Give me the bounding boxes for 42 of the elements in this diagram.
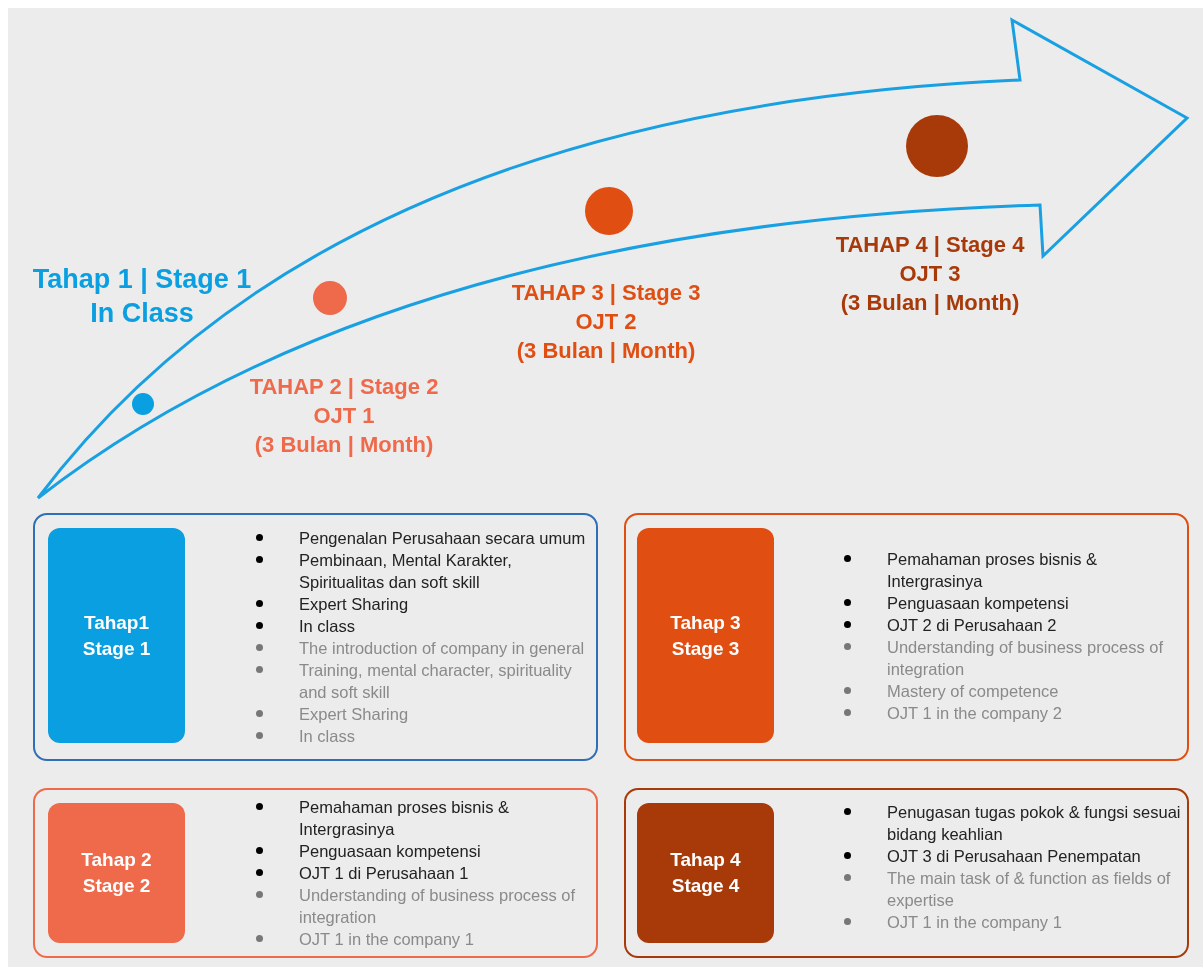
stage-card	[33, 513, 598, 761]
stage-box: Tahap 2 Stage 2	[48, 803, 185, 943]
bullet-text: OJT 2 di Perusahaan 2	[887, 615, 1057, 636]
stage-heading: TAHAP 4 | Stage 4	[835, 231, 1025, 259]
bullet-text: The main task of & function as fields of expertise	[887, 868, 1172, 911]
stage-box: Tahap1 Stage 1	[48, 528, 185, 743]
stage-heading: (3 Bulan | Month)	[840, 289, 1020, 317]
stage-heading: (3 Bulan | Month)	[516, 337, 696, 365]
stage-heading: OJT 1	[313, 402, 375, 430]
stage-heading: TAHAP 3 | Stage 3	[511, 279, 701, 307]
bullet-text: The introduction of company in general	[299, 638, 585, 659]
stage-heading: TAHAP 2 | Stage 2	[249, 373, 439, 401]
bullet-text: Penguasaan kompetensi	[299, 841, 481, 862]
bullet-text: Penugasan tugas pokok & fungsi sesuai bidang keahlian	[887, 802, 1182, 845]
bullet-text: Pemahaman proses bisnis & Intergrasinya	[887, 549, 1099, 592]
bullet-text: Training, mental character, spirituality and soft skill	[299, 660, 573, 703]
bullet-text: Understanding of business process of integration	[887, 637, 1165, 680]
stage-box: Tahap 4 Stage 4	[637, 803, 774, 943]
stage-card	[624, 788, 1189, 958]
stage-heading: Tahap 1 | Stage 1	[32, 263, 252, 296]
stage-heading: OJT 3	[899, 260, 961, 288]
bullet-text: OJT 1 in the company 1	[299, 929, 474, 950]
bullet-text: Pembinaan, Mental Karakter, Spiritualitas dan soft skill	[299, 550, 513, 593]
bullet-text: OJT 1 in the company 2	[887, 703, 1062, 724]
stage-heading: In Class	[90, 297, 194, 330]
bullet-text: OJT 1 in the company 1	[887, 912, 1062, 933]
bullet-text: Pengenalan Perusahaan secara umum	[299, 528, 586, 549]
stage-heading: (3 Bulan | Month)	[254, 431, 434, 459]
stage-box: Tahap 3 Stage 3	[637, 528, 774, 743]
bullet-text: Mastery of competence	[887, 681, 1059, 702]
bullet-text: Understanding of business process of integration	[299, 885, 577, 928]
bullet-text: Pemahaman proses bisnis & Intergrasinya	[299, 797, 511, 840]
bullet-text: OJT 3 di Perusahaan Penempatan	[887, 846, 1141, 867]
stage-card	[624, 513, 1189, 761]
stage-heading: OJT 2	[575, 308, 637, 336]
bullet-text: OJT 1 di Perusahaan 1	[299, 863, 469, 884]
bullet-text: Penguasaan kompetensi	[887, 593, 1069, 614]
bullet-text: Expert Sharing	[299, 704, 409, 725]
stage-card	[33, 788, 598, 958]
bullet-text: In class	[299, 616, 355, 637]
bullet-text: In class	[299, 726, 355, 747]
bullet-text: Expert Sharing	[299, 594, 409, 615]
